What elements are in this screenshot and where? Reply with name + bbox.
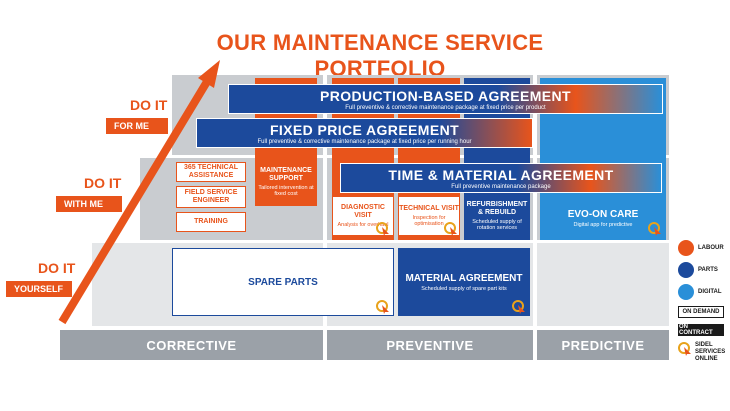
legend-parts-dot — [678, 262, 694, 278]
sidel-online-icon — [648, 222, 661, 236]
material-agreement-title: MATERIAL AGREEMENT — [405, 272, 523, 284]
row-label-for-me: DO IT — [130, 97, 167, 115]
legend-parts-label: PARTS — [698, 267, 718, 273]
column-preventive: PREVENTIVE — [327, 330, 533, 360]
row-pill-for-me: FOR ME — [106, 118, 168, 134]
refurbishment-title: REFURBISHMENT & REBUILD — [466, 201, 528, 216]
box-evo-on-care[interactable]: EVO-ON CARE Digital app for predictive — [540, 200, 666, 236]
technical-visit-title: TECHNICAL VISIT — [399, 204, 459, 212]
maintenance-support-subtitle: Tailored intervention at fixed cost — [258, 184, 314, 197]
banner-tm-title: TIME & MATERIAL AGREEMENT — [388, 166, 614, 183]
maintenance-support-title: MAINTENANCE SUPPORT — [260, 167, 312, 182]
row-pill-yourself: YOURSELF — [6, 281, 72, 297]
legend-sidel-icon — [678, 342, 691, 356]
sidel-online-icon — [376, 300, 389, 314]
box-technical-visit[interactable]: TECHNICAL VISIT Inspection for optimisat… — [398, 196, 460, 236]
banner-fixed-subtitle: Full preventive & corrective maintenance… — [257, 138, 472, 145]
spare-parts-label: SPARE PARTS — [248, 276, 318, 288]
box-spare-parts[interactable]: SPARE PARTS — [172, 248, 394, 316]
column-corrective: CORRECTIVE — [60, 330, 323, 360]
legend-digital-dot — [678, 284, 694, 300]
legend-digital-label: DIGITAL — [698, 289, 722, 295]
banner-production-subtitle: Full preventive & corrective maintenance… — [345, 104, 546, 111]
box-diagnostic-visit[interactable]: DIAGNOSTIC VISIT Analysis for overhaul — [332, 196, 394, 236]
box-maintenance-support[interactable]: MAINTENANCE SUPPORT Tailored interventio… — [255, 158, 317, 206]
legend-on-demand: ON DEMAND — [678, 306, 724, 318]
legend-on-contract: ON CONTRACT — [678, 324, 724, 336]
banner-production-title: PRODUCTION-BASED AGREEMENT — [320, 87, 571, 104]
evo-on-care-title: EVO-ON CARE — [567, 208, 639, 220]
row-do-it-for-me: DO IT — [130, 97, 168, 113]
banner-fixed-price[interactable]: FIXED PRICE AGREEMENT Full preventive & … — [196, 118, 533, 148]
refurbishment-subtitle: Scheduled supply of rotation services — [472, 218, 522, 231]
row-do-it-yourself: DO IT — [38, 260, 76, 276]
sidel-online-icon — [376, 222, 389, 236]
box-training[interactable]: TRAINING — [176, 212, 246, 232]
grid-cell-predictive-bottom — [537, 243, 669, 326]
row-do-it-with-me: DO IT — [84, 175, 122, 191]
legend-labour-dot — [678, 240, 694, 256]
material-agreement-subtitle: Scheduled supply of spare part kits — [421, 285, 507, 292]
box-365-technical-assistance[interactable]: 365 TECHNICAL ASSISTANCE — [176, 162, 246, 182]
banner-production-based[interactable]: PRODUCTION-BASED AGREEMENT Full preventi… — [228, 84, 663, 114]
legend-sidel-label: SIDEL SERVICES ONLINE — [695, 342, 726, 362]
row-pill-with-me: WITH ME — [56, 196, 122, 212]
column-predictive: PREDICTIVE — [537, 330, 669, 360]
banner-tm-subtitle: Full preventive maintenance package — [451, 183, 551, 190]
banner-time-material[interactable]: TIME & MATERIAL AGREEMENT Full preventiv… — [340, 163, 662, 193]
banner-fixed-title: FIXED PRICE AGREEMENT — [269, 121, 460, 138]
evo-on-care-subtitle: Digital app for predictive — [573, 221, 633, 228]
diagnostic-visit-title: DIAGNOSTIC VISIT — [341, 203, 385, 219]
diagnostic-visit-subtitle: Analysis for overhaul — [337, 221, 389, 228]
sidel-online-icon — [444, 222, 457, 236]
row-label-with-me: DO IT — [84, 175, 121, 193]
box-refurbishment-rebuild[interactable]: REFURBISHMENT & REBUILD Scheduled supply… — [464, 196, 530, 236]
box-field-service-engineer[interactable]: FIELD SERVICE ENGINEER — [176, 186, 246, 208]
row-label-yourself: DO IT — [38, 260, 75, 278]
sidel-online-icon — [512, 300, 525, 314]
technical-visit-subtitle: Inspection for optimisation — [412, 214, 446, 228]
page-title: OUR MAINTENANCE SERVICE PORTFOLIO — [216, 30, 544, 81]
box-material-agreement[interactable]: MATERIAL AGREEMENT Scheduled supply of s… — [398, 248, 530, 316]
legend-labour-label: LABOUR — [698, 245, 724, 251]
